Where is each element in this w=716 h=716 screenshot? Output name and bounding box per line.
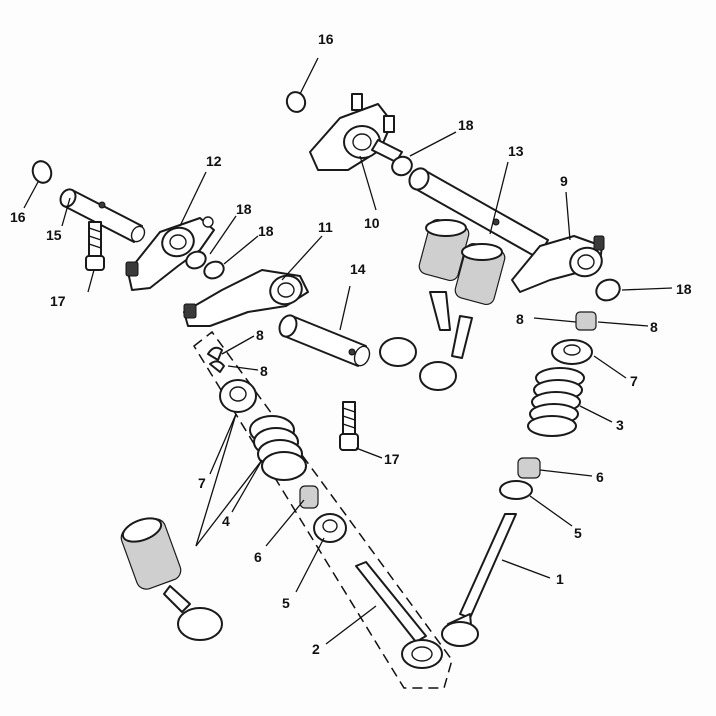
valve-spring-left — [249, 415, 307, 481]
callout-14: 14 — [350, 261, 366, 277]
tappet-upper-b — [419, 242, 506, 391]
spring-seat-left-hole — [322, 519, 338, 533]
bolt-center — [339, 401, 359, 451]
callout-5-right: 5 — [574, 525, 582, 541]
valve-2 — [355, 561, 443, 669]
valve-spring-right — [527, 367, 585, 437]
rocker-arm-11 — [183, 269, 309, 327]
callout-9: 9 — [560, 173, 568, 189]
leader-lines — [23, 57, 673, 645]
rocker-bracket — [309, 93, 403, 171]
rocker-arm-9 — [511, 235, 605, 293]
callout-10: 10 — [364, 215, 380, 231]
spring-seat-right — [499, 480, 533, 500]
rocker-shaft-left — [59, 188, 146, 243]
callout-11: 11 — [318, 219, 333, 235]
stem-seal-left — [299, 485, 319, 509]
callout-18-right: 18 — [676, 281, 692, 297]
collet-left-a — [207, 346, 223, 361]
retainer-right-hole — [563, 344, 581, 356]
callout-12: 12 — [206, 153, 222, 169]
callout-6-left: 6 — [254, 549, 262, 565]
collet-left-b — [209, 360, 225, 373]
callout-15: 15 — [46, 227, 62, 243]
callout-18-left-b: 18 — [258, 223, 274, 239]
callout-1: 1 — [556, 571, 564, 587]
callout-7-right: 7 — [630, 373, 638, 389]
washer-18c — [391, 155, 413, 177]
o-ring-left — [31, 160, 53, 184]
tappet-upper-a — [379, 218, 470, 367]
washer-18d — [595, 278, 621, 302]
callout-17-center: 17 — [384, 451, 400, 467]
rocker-shaft-14 — [278, 314, 371, 367]
valve-1 — [441, 513, 517, 647]
retainer-left-hole — [229, 386, 247, 402]
callout-3: 3 — [616, 417, 624, 433]
bolt-left — [85, 221, 105, 271]
callout-13: 13 — [508, 143, 524, 159]
washer-18a — [185, 250, 207, 270]
callout-8-right-b: 8 — [650, 319, 658, 335]
callout-16-left: 16 — [10, 209, 26, 225]
o-ring-top — [285, 91, 307, 113]
collet-right — [575, 311, 597, 331]
callout-16-top: 16 — [318, 31, 334, 47]
callout-6-right: 6 — [596, 469, 604, 485]
washer-18b — [203, 260, 225, 280]
callout-8-left-bottom: 8 — [260, 363, 268, 379]
dashed-enclosure — [193, 330, 453, 689]
callout-8-left-top: 8 — [256, 327, 264, 343]
callout-2: 2 — [312, 641, 320, 657]
rocker-arm-12 — [125, 216, 215, 291]
callout-8-right-a: 8 — [516, 311, 524, 327]
callout-18-left-a: 18 — [236, 201, 252, 217]
callout-17-left: 17 — [50, 293, 66, 309]
callout-5-left: 5 — [282, 595, 290, 611]
callout-7-left: 7 — [198, 475, 206, 491]
tappet-lower — [120, 517, 223, 641]
stem-seal-right — [517, 457, 541, 479]
callout-18-top: 18 — [458, 117, 474, 133]
callout-4: 4 — [222, 513, 230, 529]
